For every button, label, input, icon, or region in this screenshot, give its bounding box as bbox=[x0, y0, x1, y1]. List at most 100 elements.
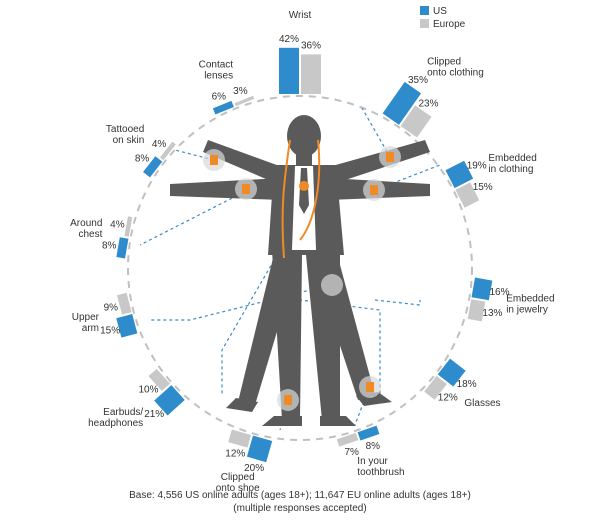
connector-earbuds bbox=[221, 249, 281, 395]
legend-swatch-us bbox=[420, 6, 429, 15]
bar-group-clipped-onto-clothing bbox=[382, 81, 432, 138]
figure-arm-flat-left bbox=[170, 178, 282, 200]
figure-neck bbox=[296, 152, 312, 166]
pct-europe-earbuds-headphones: 10% bbox=[138, 385, 158, 396]
bar-group-upper-arm bbox=[116, 292, 138, 338]
figure-shoe-right bbox=[320, 416, 356, 426]
radial-bars bbox=[116, 47, 493, 463]
legend-swatch-europe bbox=[420, 19, 429, 28]
category-label-glasses: Glasses bbox=[464, 398, 500, 409]
legend: US Europe bbox=[420, 6, 466, 30]
figure-arm-up-right bbox=[325, 140, 430, 185]
pct-us-around-chest: 8% bbox=[102, 241, 117, 252]
pct-us-glasses: 18% bbox=[457, 379, 477, 390]
pct-europe-in-your-toothbrush: 7% bbox=[344, 447, 359, 458]
bar-us-glasses bbox=[437, 358, 466, 387]
pct-us-clipped-onto-clothing: 35% bbox=[408, 75, 428, 86]
wearable-spots bbox=[203, 146, 401, 411]
bar-us-upper-arm bbox=[116, 314, 138, 338]
pct-us-clipped-onto-shoe: 20% bbox=[244, 463, 264, 474]
bar-us-in-your-toothbrush bbox=[357, 425, 380, 441]
figure-shoe-spread-left bbox=[226, 398, 258, 412]
bar-us-clipped-onto-clothing bbox=[382, 81, 422, 125]
spot-eyes bbox=[299, 181, 309, 191]
earbud-cable bbox=[281, 139, 321, 259]
bar-us-tattooed-on-skin bbox=[143, 156, 163, 178]
footnote-line-2: (multiple responses accepted) bbox=[233, 503, 366, 514]
bar-europe-tattooed-on-skin bbox=[160, 141, 176, 161]
bar-group-embedded-in-clothing bbox=[445, 160, 480, 208]
bar-group-glasses bbox=[424, 358, 466, 400]
pct-europe-wrist: 36% bbox=[301, 40, 321, 51]
connector-upper-arm bbox=[150, 284, 331, 321]
bar-us-around-chest bbox=[116, 237, 129, 259]
pct-europe-embedded-in-jewelry: 13% bbox=[482, 308, 502, 319]
bar-europe-contact-lenses bbox=[234, 95, 255, 107]
pct-us-earbuds-headphones: 21% bbox=[144, 409, 164, 420]
pct-us-embedded-in-clothing: 19% bbox=[467, 161, 487, 172]
legend-label-europe: Europe bbox=[433, 19, 466, 30]
bar-europe-clipped-onto-shoe bbox=[228, 429, 252, 448]
bar-group-around-chest bbox=[116, 216, 133, 259]
bar-europe-embedded-in-jewelry bbox=[467, 299, 486, 322]
bar-group-embedded-in-jewelry bbox=[467, 277, 493, 322]
pct-us-contact-lenses: 6% bbox=[212, 91, 227, 102]
figure-leg-straight-left bbox=[272, 250, 302, 420]
bar-group-contact-lenses bbox=[212, 95, 255, 115]
pct-europe-embedded-in-clothing: 15% bbox=[473, 182, 493, 193]
pct-europe-clipped-onto-shoe: 12% bbox=[225, 449, 245, 460]
connector-jewelry bbox=[374, 299, 421, 306]
bar-us-embedded-in-jewelry bbox=[471, 277, 493, 301]
category-label-earbuds-headphones: Earbuds/headphones bbox=[88, 407, 143, 429]
bar-europe-clipped-onto-clothing bbox=[400, 105, 432, 138]
connector-chest bbox=[139, 189, 249, 246]
bar-europe-embedded-in-clothing bbox=[455, 182, 480, 208]
bar-group-earbuds-headphones bbox=[148, 368, 185, 416]
footnote-line-1: Base: 4,556 US online adults (ages 18+);… bbox=[129, 490, 471, 501]
figure-arm-up-left bbox=[203, 140, 285, 185]
category-label-wrist: Wrist bbox=[289, 10, 312, 21]
pct-europe-glasses: 12% bbox=[438, 393, 458, 404]
pct-us-wrist: 42% bbox=[279, 34, 299, 45]
pct-us-embedded-in-jewelry: 16% bbox=[489, 287, 509, 298]
bar-europe-earbuds-headphones bbox=[148, 368, 171, 392]
bar-group-in-your-toothbrush bbox=[336, 425, 380, 447]
bar-group-clipped-onto-shoe bbox=[228, 429, 273, 463]
figure-shoe-left bbox=[262, 416, 302, 426]
spot-chest bbox=[321, 274, 343, 296]
pct-us-upper-arm: 15% bbox=[100, 325, 120, 336]
pct-europe-clipped-onto-clothing: 23% bbox=[418, 99, 438, 110]
pct-europe-around-chest: 4% bbox=[110, 220, 125, 231]
legend-label-us: US bbox=[433, 6, 447, 17]
pct-us-in-your-toothbrush: 8% bbox=[366, 441, 381, 452]
bar-europe-upper-arm bbox=[116, 292, 132, 315]
bar-europe-wrist bbox=[301, 54, 321, 94]
bar-us-contact-lenses bbox=[212, 100, 234, 115]
pct-europe-upper-arm: 9% bbox=[104, 302, 119, 313]
bar-us-earbuds-headphones bbox=[154, 385, 185, 416]
bar-us-clipped-onto-shoe bbox=[246, 435, 273, 463]
guide-circle bbox=[127, 95, 473, 441]
bar-group-wrist bbox=[279, 47, 321, 94]
bar-group-tattooed-on-skin bbox=[143, 141, 176, 178]
bar-europe-in-your-toothbrush bbox=[336, 432, 359, 447]
pct-europe-tattooed-on-skin: 4% bbox=[152, 139, 167, 150]
pct-us-tattooed-on-skin: 8% bbox=[135, 154, 150, 165]
pct-europe-contact-lenses: 3% bbox=[233, 86, 248, 97]
bar-us-wrist bbox=[279, 47, 299, 94]
bar-us-embedded-in-clothing bbox=[445, 160, 474, 189]
figure-head bbox=[287, 115, 321, 157]
figure-shirt bbox=[292, 166, 316, 250]
